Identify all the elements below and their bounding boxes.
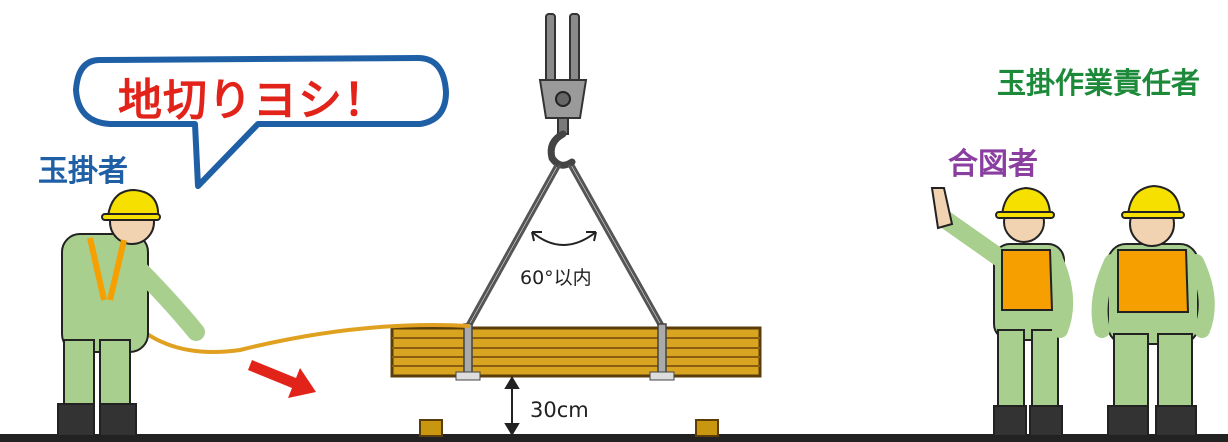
- angle-arc: [531, 231, 597, 246]
- lumber-bundle: [390, 323, 762, 381]
- tamakake-leader-label: 玉掛作業責任者: [997, 66, 1201, 100]
- red-arrow-icon: [248, 360, 316, 398]
- speech-bubble-text: 地切りヨシ！: [118, 75, 388, 126]
- height-arrow: [504, 376, 520, 436]
- tamakake-worker-label: 玉掛者: [38, 154, 128, 189]
- sling-angle-label: 60°以内: [520, 267, 592, 289]
- ground-line: [0, 434, 1228, 442]
- worker-tamakake: [57, 188, 205, 437]
- lift-height-label: 30cm: [530, 398, 589, 422]
- dunnage-block-left: [419, 419, 443, 437]
- worker-tamakake-leader: [1091, 184, 1215, 437]
- dunnage-block-right: [695, 419, 719, 437]
- speech-bubble: [73, 55, 449, 189]
- crane-hook-icon: [538, 13, 588, 169]
- sling-wires: [465, 164, 665, 326]
- signal-person-label: 合図者: [948, 147, 1038, 182]
- worker-signal-person: [930, 186, 1074, 437]
